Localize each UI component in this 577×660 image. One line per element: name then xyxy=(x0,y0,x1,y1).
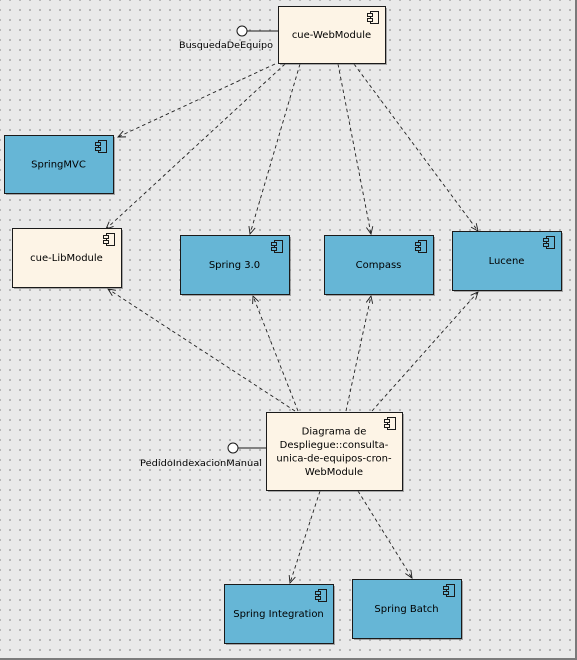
component-spring-batch[interactable]: Spring Batch xyxy=(352,579,464,641)
dependency-cue-webmodule-to-cue-libmodule xyxy=(105,63,286,230)
component-label: Compass xyxy=(356,260,402,271)
component-label: Spring 3.0 xyxy=(209,260,260,271)
dependency-cue-webmodule-to-spring-3-0 xyxy=(248,63,301,236)
interface-busquedadeequipo[interactable]: BusquedaDeEquipo xyxy=(179,25,278,51)
component-lucene[interactable]: Lucene xyxy=(452,231,564,293)
uml-component-icon xyxy=(315,589,327,602)
uml-component-icon xyxy=(415,240,427,253)
uml-component-icon xyxy=(271,240,283,253)
dependency-consulta-unica-de-equipos-cron-webmodule-to-spring-integration xyxy=(288,490,321,585)
interface-label: BusquedaDeEquipo xyxy=(179,41,274,51)
interface-pedidoindexacionmanual[interactable]: PedidoIndexacionManual xyxy=(140,442,266,469)
dependency-cue-webmodule-to-compass xyxy=(337,63,374,236)
uml-component-icon xyxy=(384,417,396,430)
interface-lollipop-icon xyxy=(227,442,239,454)
component-label: cue-WebModule xyxy=(292,30,371,41)
interface-lollipop-icon xyxy=(236,25,248,37)
uml-component-icon xyxy=(95,140,107,153)
dependency-consulta-unica-de-equipos-cron-webmodule-to-spring-3-0 xyxy=(252,294,299,412)
dependency-consulta-unica-de-equipos-cron-webmodule-to-lucene xyxy=(371,291,479,412)
component-label: Spring Integration xyxy=(233,609,324,620)
dependency-arrows xyxy=(105,63,479,585)
component-label: Lucene xyxy=(489,256,525,267)
dependency-consulta-unica-de-equipos-cron-webmodule-to-cue-libmodule xyxy=(107,288,296,412)
component-compass[interactable]: Compass xyxy=(324,235,436,297)
uml-component-icon xyxy=(443,584,455,597)
component-cue-libmodule[interactable]: cue-LibModule xyxy=(12,228,124,290)
dependency-cue-webmodule-to-springmvc xyxy=(116,63,276,138)
dependency-consulta-unica-de-equipos-cron-webmodule-to-spring-batch xyxy=(357,490,413,579)
uml-component-icon xyxy=(367,11,379,24)
component-label: SpringMVC xyxy=(31,160,86,171)
component-spring-3-0[interactable]: Spring 3.0 xyxy=(180,235,292,297)
uml-component-icon xyxy=(543,236,555,249)
uml-component-icon xyxy=(103,233,115,246)
interface-label: PedidoIndexacionManual xyxy=(140,459,262,469)
component-box xyxy=(266,412,403,491)
dependency-cue-webmodule-to-lucene xyxy=(353,63,479,232)
component-label: Spring Batch xyxy=(374,604,438,615)
component-spring-integration[interactable]: Spring Integration xyxy=(224,584,336,646)
component-cue-webmodule[interactable]: cue-WebModule xyxy=(278,6,388,66)
component-box xyxy=(324,235,434,295)
component-springmvc[interactable]: SpringMVC xyxy=(4,135,116,196)
canvas-frame-right xyxy=(575,0,577,660)
component-label: cue-LibModule xyxy=(30,253,103,264)
dependency-consulta-unica-de-equipos-cron-webmodule-to-compass xyxy=(345,294,374,412)
canvas-frame-bottom xyxy=(0,658,577,660)
